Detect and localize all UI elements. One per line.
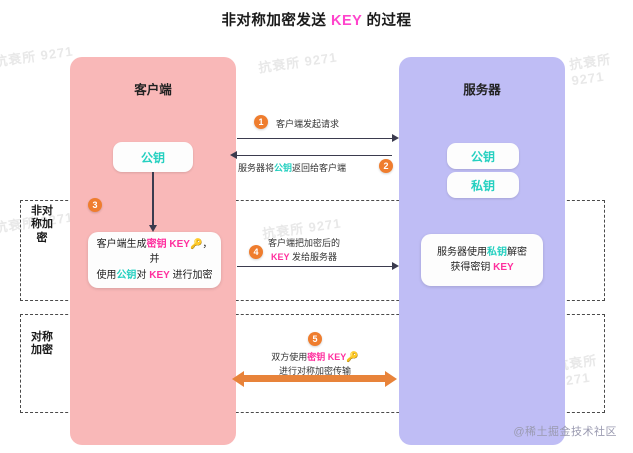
watermark: 抗衰所 9271 <box>568 51 613 89</box>
server-note-line-2: 获得密钥 KEY <box>450 262 514 273</box>
step-badge-5: 5 <box>308 332 322 346</box>
title-prefix: 非对称加密发送 <box>221 13 331 29</box>
client-note-secret-key: 密钥 KEY <box>146 238 190 250</box>
step-badge-2: 2 <box>379 159 393 173</box>
caption-step-4-line-2: KEY 发给服务器 <box>270 251 338 262</box>
client-note-key-word: KEY <box>149 269 170 281</box>
client-internal-arrow <box>149 172 156 232</box>
caption-step-5: 双方使用密钥 KEY🔑 进行对称加密传输 <box>250 350 380 379</box>
caption-step-2: 服务器将公钥返回给客户端 <box>238 163 347 173</box>
caption-step-5-line-1: 双方使用密钥 KEY🔑 <box>271 352 359 363</box>
client-note-line-1: 客户端生成密钥 KEY🔑，并 <box>96 238 213 266</box>
client-title: 客户端 <box>134 83 172 97</box>
step-badge-4: 4 <box>249 245 263 259</box>
client-note-public-key: 公钥 <box>116 269 137 281</box>
server-note-box: 服务器使用私钥解密 获得密钥 KEY <box>421 234 543 286</box>
client-public-key-chip: 公钥 <box>113 142 193 172</box>
page-title: 非对称加密发送 KEY 的过程 <box>0 9 633 30</box>
caption-step-1: 客户端发起请求 <box>276 119 340 129</box>
client-note-line-2: 使用公钥对 KEY 进行加密 <box>96 269 213 281</box>
title-suffix: 的过程 <box>362 13 412 29</box>
step-badge-3: 3 <box>88 198 102 212</box>
caption-step-5-line-2: 进行对称加密传输 <box>278 366 351 376</box>
section-box-symmetric <box>20 314 605 413</box>
title-key-word: KEY <box>330 13 363 29</box>
key-icon: 🔑 <box>189 238 203 250</box>
section-label-symmetric: 对称加密 <box>31 331 53 357</box>
section-box-asymmetric <box>20 200 605 301</box>
client-note-box: 客户端生成密钥 KEY🔑，并 使用公钥对 KEY 进行加密 <box>88 232 221 288</box>
caption-step-2-public-key: 公钥 <box>274 163 293 173</box>
server-title: 服务器 <box>463 83 501 97</box>
caption-step-5-secret-key: 密钥 KEY <box>307 352 347 362</box>
step-badge-1: 1 <box>254 115 268 129</box>
caption-step-4: 客户端把加密后的 KEY 发给服务器 <box>268 237 340 264</box>
arrow-step-4 <box>237 260 399 273</box>
credit-watermark: @稀土掘金技术社区 <box>513 426 617 438</box>
server-public-key-chip: 公钥 <box>447 143 519 169</box>
server-note-line-1: 服务器使用私钥解密 <box>437 246 527 258</box>
arrow-step-2 <box>230 149 392 162</box>
server-note-key-word: KEY <box>493 262 514 273</box>
caption-step-4-key-word: KEY <box>270 251 290 262</box>
section-label-asymmetric: 非对称加密 <box>31 205 53 244</box>
watermark: 抗衰所 9271 <box>257 49 339 76</box>
key-icon: 🔑 <box>346 352 359 363</box>
server-private-key-chip: 私钥 <box>447 172 519 198</box>
arrow-step-5-bidirectional <box>232 370 397 387</box>
server-note-private-key: 私钥 <box>487 246 507 258</box>
caption-step-4-line-1: 客户端把加密后的 <box>268 238 341 248</box>
arrow-step-1 <box>237 132 399 145</box>
watermark: 抗衰所 9271 <box>0 43 75 70</box>
